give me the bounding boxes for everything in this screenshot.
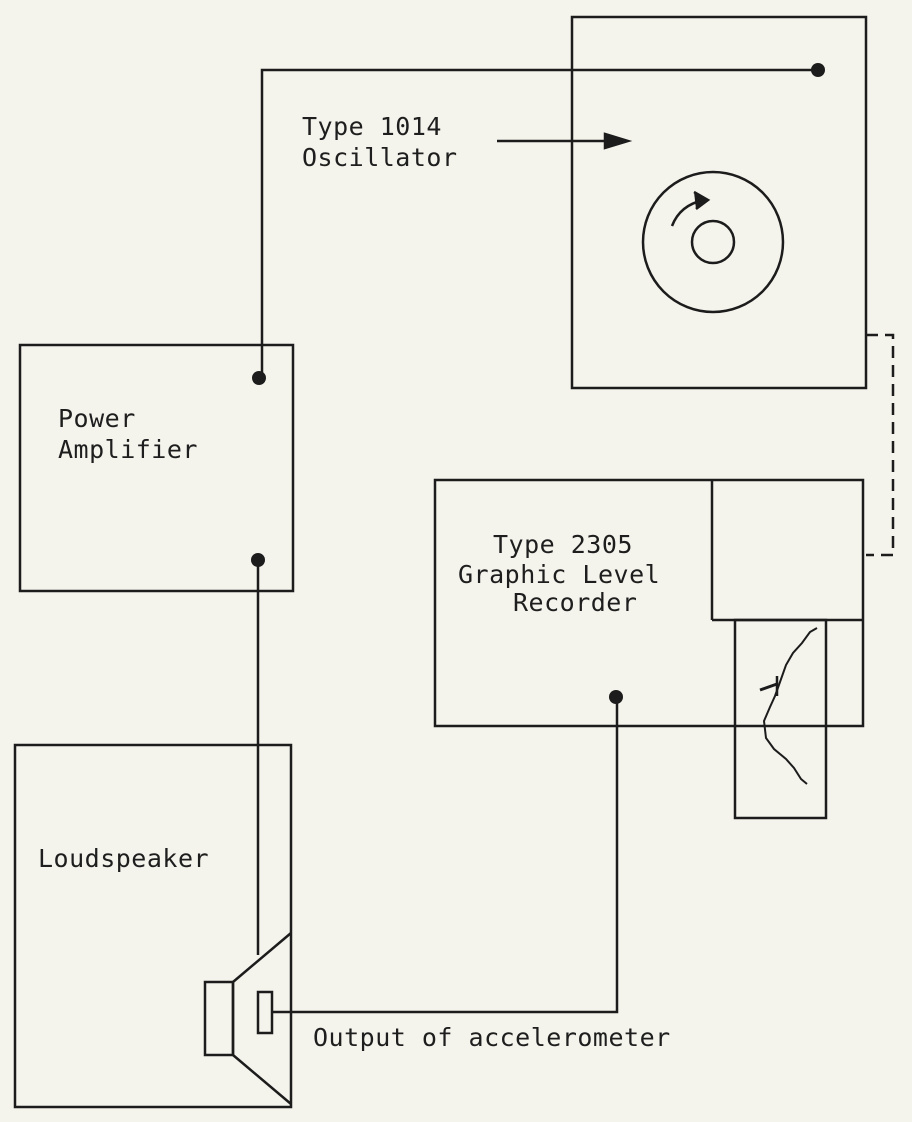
recorder-trace [762, 627, 818, 785]
dial-arrow-head [693, 190, 711, 210]
wire-oscillator-amplifier [260, 68, 818, 378]
level-recorder-label-line3: Recorder [513, 588, 638, 617]
accelerometer [256, 990, 274, 1035]
accelerometer-output-label: Output of accelerometer [313, 1023, 671, 1052]
power-amplifier-label-line2: Amplifier [58, 435, 198, 464]
level-recorder-box [433, 478, 865, 728]
speaker-cone [231, 932, 292, 1105]
recorder-paper-chart [733, 618, 828, 820]
terminal-recorder-input [609, 690, 623, 704]
oscillator-label-line1: Type 1014 [302, 112, 442, 141]
speaker-magnet [203, 980, 235, 1057]
loudspeaker-box [13, 743, 293, 1109]
oscillator-dial-inner [690, 219, 736, 265]
terminal-amplifier-input [252, 371, 266, 385]
oscillator-box [570, 15, 868, 390]
terminal-oscillator-output [811, 63, 825, 77]
oscillator-label-line2: Oscillator [302, 143, 458, 172]
terminal-amplifier-output [251, 553, 265, 567]
wire-accelerometer-recorder [272, 697, 619, 1014]
recorder-pen-mark [759, 682, 778, 692]
oscillator-dial-outer [641, 170, 785, 314]
power-amplifier-label-line1: Power [58, 404, 136, 433]
level-recorder-label-line2: Graphic Level [458, 560, 661, 589]
oscillator-pointer-arrowhead [603, 132, 633, 150]
loudspeaker-label: Loudspeaker [38, 844, 210, 873]
oscillator-recorder-link [866, 333, 895, 557]
level-recorder-label-line1: Type 2305 [493, 530, 633, 559]
power-amplifier-box [18, 343, 295, 593]
